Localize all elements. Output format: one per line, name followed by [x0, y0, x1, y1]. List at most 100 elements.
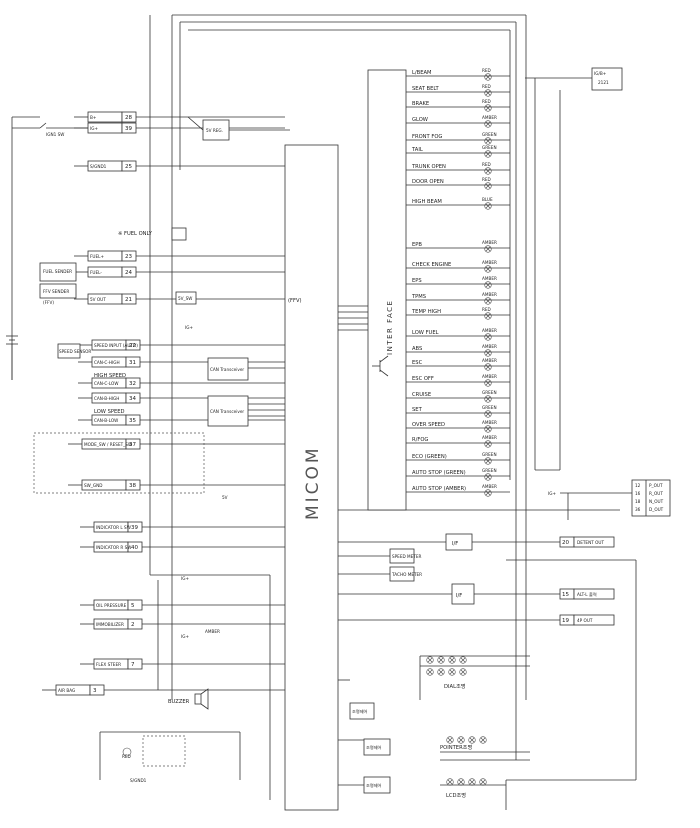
input-label: B+: [90, 115, 97, 120]
mode-switch-box: [33, 432, 205, 494]
input-pin: 28: [125, 115, 132, 121]
speed-sensor-box: [57, 343, 81, 359]
indicator-row: AUTO STOP (AMBER)AMBER: [406, 484, 510, 497]
frame-lines: [149, 14, 637, 810]
input-label: CAN-B-HIGH: [94, 396, 119, 401]
indicator-row: GLOW AMBER: [406, 115, 510, 128]
ign-sw-label: IGN1 SW: [46, 132, 64, 137]
output-pin: 19: [562, 618, 569, 624]
lighting-blocks: 조명제어 조명제어 조명제어 DIAL조명 POINTER조명 LCD조명: [338, 655, 530, 799]
indicator-label: OVER SPEED: [412, 422, 445, 428]
input-label: FLEX STEER: [96, 662, 121, 667]
indicator-lamp-icon: [484, 89, 492, 97]
indicator-lamp-icon: [484, 410, 492, 418]
indicator-color: RED: [482, 307, 491, 312]
indicator-label: TPMS: [411, 294, 426, 300]
input-label: CAN-B-LOW: [94, 418, 118, 423]
high-speed-label: HIGH SPEED: [94, 373, 126, 379]
left-misc: IGN1 SW 5V REG. ※ FUEL ONLY FUEL SENDER …: [6, 116, 302, 783]
lighting-lamp-icon: [446, 778, 454, 786]
indicator-label: AUTO STOP (AMBER): [412, 486, 466, 492]
rc-pin-number: 16: [635, 491, 641, 496]
amber-tag: AMBER: [205, 629, 220, 634]
rc-pin-label: P_OUT: [649, 483, 663, 488]
rc-pin-number: 18: [635, 499, 641, 504]
input-pin: 37: [129, 442, 136, 448]
indicator-color: AMBER: [482, 115, 497, 120]
indicator-label: HIGH BEAM: [412, 199, 442, 205]
indicator-color: GREEN: [482, 145, 497, 150]
right-ig-label: IG+: [548, 491, 556, 496]
indicator-color: GREEN: [482, 132, 497, 137]
fuel-sender-box: [39, 262, 77, 282]
input-pin: 39: [125, 126, 132, 132]
dial-ctrl-box: [349, 702, 375, 720]
indicator-color: GREEN: [482, 468, 497, 473]
input-pin: 2: [131, 622, 135, 628]
indicator-row: ECO (GREEN)GREEN: [406, 452, 510, 465]
indicator-color: AMBER: [482, 358, 497, 363]
ig-plus-3: IG+: [181, 634, 189, 639]
input-label: OIL PRESSURE: [96, 603, 127, 608]
pointer-ctrl-box: [363, 738, 391, 756]
input-label: SPEED INPUT (AUTO): [94, 343, 138, 348]
indicator-label: GLOW: [412, 117, 428, 123]
interface-block: INTER FACE: [338, 69, 407, 511]
output-label: 4P OUT: [577, 618, 593, 623]
sgnd1-tag: S/GND1: [130, 778, 147, 783]
indicator-color: AMBER: [482, 292, 497, 297]
indicator-color: RED: [482, 84, 491, 89]
indicator-color: AMBER: [482, 374, 497, 379]
can-trx-label: CAN Transceiver: [210, 367, 244, 372]
tacho-meter-label: TACHO METER: [391, 572, 422, 577]
indicator-label: FRONT FOG: [412, 134, 442, 140]
indicator-label: LOW FUEL: [412, 330, 439, 336]
ffv-sender-label: FFV SENDER: [43, 289, 69, 294]
indicator-label: ABS: [412, 346, 422, 352]
indicator-color: AMBER: [482, 240, 497, 245]
5v-label: 5V: [222, 495, 228, 500]
indicator-label: CHECK ENGINE: [412, 262, 451, 268]
indicator-lamp-icon: [484, 137, 492, 145]
input-label: IG+: [90, 126, 98, 131]
input-pin: 35: [129, 418, 136, 424]
indicator-lamp-icon: [484, 182, 492, 190]
indicator-label: ECO (GREEN): [412, 454, 447, 460]
indicator-label: EPB: [412, 242, 422, 248]
lighting-lamp-icon: [448, 668, 456, 676]
input-connector-row: FUEL-24: [74, 266, 285, 278]
indicator-label: TAIL: [411, 147, 423, 153]
input-connector-row: SPEED INPUT (AUTO)22: [78, 339, 285, 351]
input-pin: 5: [131, 603, 135, 609]
speed-meter-label: SPEED METER: [392, 554, 421, 559]
lcd-ctrl-label: 조명제어: [366, 782, 382, 789]
input-pin: 34: [129, 396, 136, 402]
ffv-sender-box: [39, 283, 77, 299]
if-box-1: [445, 533, 473, 551]
indicator-lamp-icon: [484, 440, 492, 448]
can-trx2-label: CAN Transceiver: [210, 409, 244, 414]
lighting-lamp-icon: [426, 656, 434, 664]
indicator-row: FRONT FOG GREEN: [406, 132, 510, 145]
lighting-lamp-icon: [468, 778, 476, 786]
input-pin: 39: [131, 525, 138, 531]
input-connector-row: IG+ 39: [74, 122, 285, 134]
input-pin: 23: [125, 254, 132, 260]
buzzer-label: BUZZER: [168, 699, 190, 705]
